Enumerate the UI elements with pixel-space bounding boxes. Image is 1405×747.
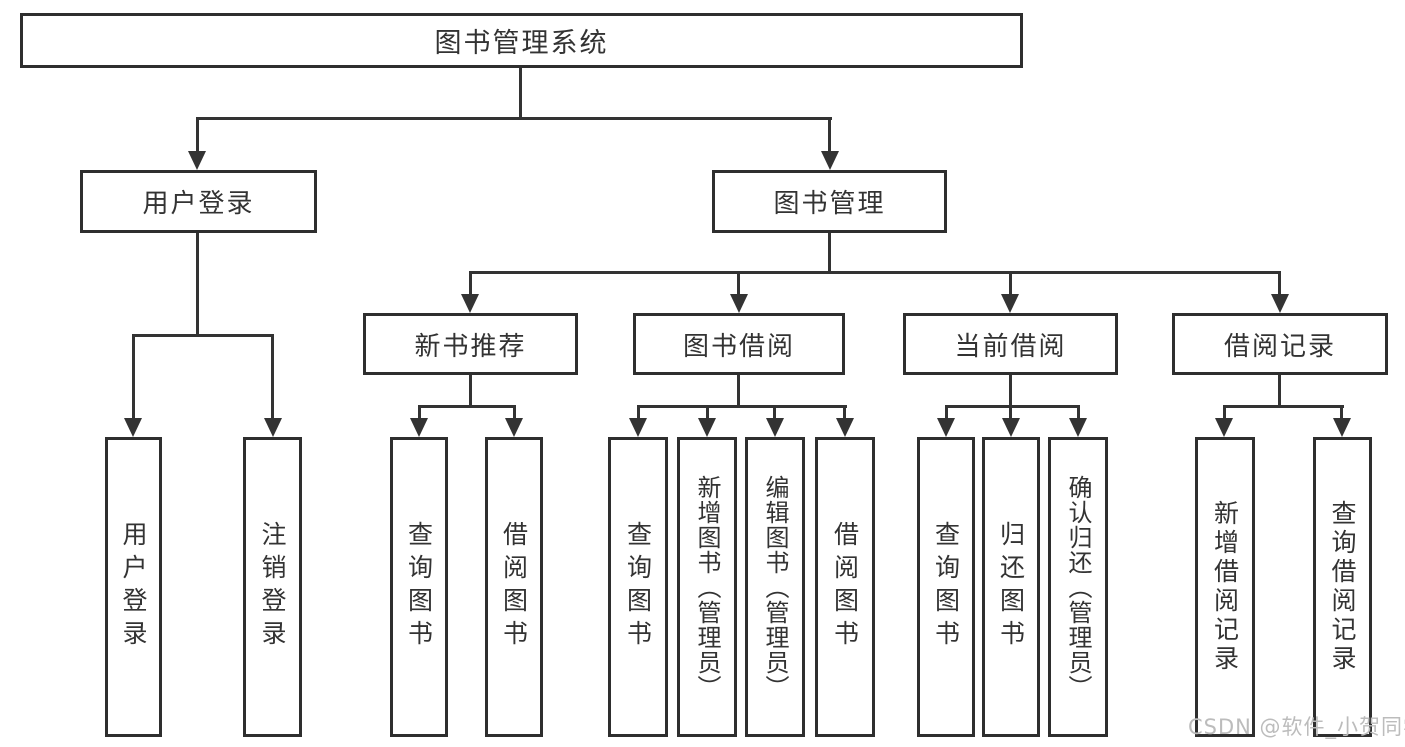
arrow-shaft: [706, 405, 709, 419]
connector-currentborrow-stem: [1009, 375, 1012, 408]
connector-root-branch: [196, 117, 832, 120]
connector-newbook-branch: [418, 405, 516, 408]
arrow-shaft: [418, 405, 421, 419]
node-borrow-records: 借阅记录: [1172, 313, 1388, 375]
arrow-down-icon: [821, 151, 839, 170]
arrow-shaft: [271, 334, 274, 419]
node-current-borrow: 当前借阅: [903, 313, 1118, 375]
node-nb-query-book-label: 查询图书: [404, 521, 434, 653]
arrow-shaft: [1278, 272, 1281, 295]
arrow-down-icon: [461, 294, 479, 313]
node-book-borrow-label: 图书借阅: [682, 331, 795, 362]
node-book-mgmt-label: 图书管理: [773, 189, 886, 219]
arrow-shaft: [1009, 405, 1012, 419]
node-bb-query-book-label: 查询图书: [623, 521, 653, 653]
node-new-book-rec-label: 新书推荐: [414, 331, 527, 362]
arrow-down-icon: [1002, 418, 1020, 437]
arrow-shaft: [773, 405, 776, 419]
arrow-down-icon: [836, 418, 854, 437]
node-bb-add-book-label: 新增图书（管理员）: [693, 474, 721, 700]
arrow-down-icon: [629, 418, 647, 437]
arrow-down-icon: [1215, 418, 1233, 437]
node-ul-logout: 注销登录: [243, 437, 302, 737]
arrow-down-icon: [1001, 294, 1019, 313]
arrow-down-icon: [730, 294, 748, 313]
arrow-shaft: [1340, 405, 1343, 419]
connector-bookmgmt-stem: [828, 232, 831, 274]
connector-newbook-stem: [469, 375, 472, 408]
node-bb-borrow-book-label: 借阅图书: [830, 521, 860, 653]
arrow-down-icon: [1333, 418, 1351, 437]
arrow-down-icon: [766, 418, 784, 437]
node-bb-query-book: 查询图书: [608, 437, 668, 737]
node-borrow-records-label: 借阅记录: [1223, 331, 1336, 362]
node-cb-return-book-label: 归还图书: [996, 521, 1026, 653]
node-new-book-rec: 新书推荐: [363, 313, 578, 375]
connector-borrowrecords-stem: [1278, 375, 1281, 408]
connector-bookborrow-branch: [637, 405, 847, 408]
arrow-down-icon: [188, 151, 206, 170]
connector-bookmgmt-branch: [469, 271, 1281, 274]
node-bb-borrow-book: 借阅图书: [815, 437, 875, 737]
node-br-query-record-label: 查询借阅记录: [1328, 500, 1357, 674]
node-book-borrow: 图书借阅: [633, 313, 845, 375]
node-current-borrow-label: 当前借阅: [954, 331, 1067, 362]
node-cb-query-book: 查询图书: [917, 437, 975, 737]
node-nb-query-book: 查询图书: [390, 437, 448, 737]
connector-root-stem: [519, 67, 522, 118]
arrow-down-icon: [937, 418, 955, 437]
node-cb-confirm-return: 确认归还（管理员）: [1048, 437, 1108, 737]
node-root-label: 图书管理系统: [434, 28, 609, 59]
node-br-query-record: 查询借阅记录: [1313, 437, 1372, 737]
arrow-down-icon: [264, 418, 282, 437]
connector-userlogin-stem: [196, 232, 199, 335]
connector-userlogin-branch: [132, 334, 274, 337]
arrow-shaft: [132, 334, 135, 419]
arrow-shaft: [469, 272, 472, 295]
arrow-down-icon: [124, 418, 142, 437]
node-cb-query-book-label: 查询图书: [931, 521, 961, 653]
node-ul-user-login-label: 用户登录: [119, 521, 148, 653]
arrow-shaft: [843, 405, 846, 419]
arrow-shaft: [828, 118, 831, 152]
node-cb-return-book: 归还图书: [982, 437, 1040, 737]
node-bb-edit-book-label: 编辑图书（管理员）: [761, 474, 789, 700]
node-br-add-record: 新增借阅记录: [1195, 437, 1255, 737]
arrow-shaft: [1009, 272, 1012, 295]
node-user-login-group-label: 用户登录: [142, 189, 255, 219]
arrow-shaft: [637, 405, 640, 419]
arrow-down-icon: [1069, 418, 1087, 437]
node-cb-confirm-return-label: 确认归还（管理员）: [1064, 474, 1092, 700]
arrow-down-icon: [410, 418, 428, 437]
connector-bookborrow-stem: [737, 375, 740, 408]
arrow-shaft: [1223, 405, 1226, 419]
csdn-watermark: CSDN @软件_小贺同学: [1188, 715, 1405, 739]
arrow-shaft: [1077, 405, 1080, 419]
arrow-shaft: [945, 405, 948, 419]
node-nb-borrow-book: 借阅图书: [485, 437, 543, 737]
node-br-add-record-label: 新增借阅记录: [1210, 500, 1240, 674]
arrow-down-icon: [505, 418, 523, 437]
arrow-down-icon: [1271, 294, 1289, 313]
node-ul-user-login: 用户登录: [105, 437, 162, 737]
arrow-shaft: [737, 272, 740, 295]
arrow-shaft: [196, 118, 199, 152]
node-ul-logout-label: 注销登录: [258, 521, 287, 653]
node-user-login-group: 用户登录: [80, 170, 317, 233]
node-root: 图书管理系统: [20, 13, 1023, 68]
node-book-mgmt: 图书管理: [712, 170, 947, 233]
node-bb-edit-book: 编辑图书（管理员）: [745, 437, 805, 737]
arrow-down-icon: [698, 418, 716, 437]
node-nb-borrow-book-label: 借阅图书: [499, 521, 529, 653]
arrow-shaft: [513, 405, 516, 419]
node-bb-add-book: 新增图书（管理员）: [677, 437, 737, 737]
connector-currentborrow-branch: [945, 405, 1080, 408]
connector-borrowrecords-branch: [1223, 405, 1344, 408]
